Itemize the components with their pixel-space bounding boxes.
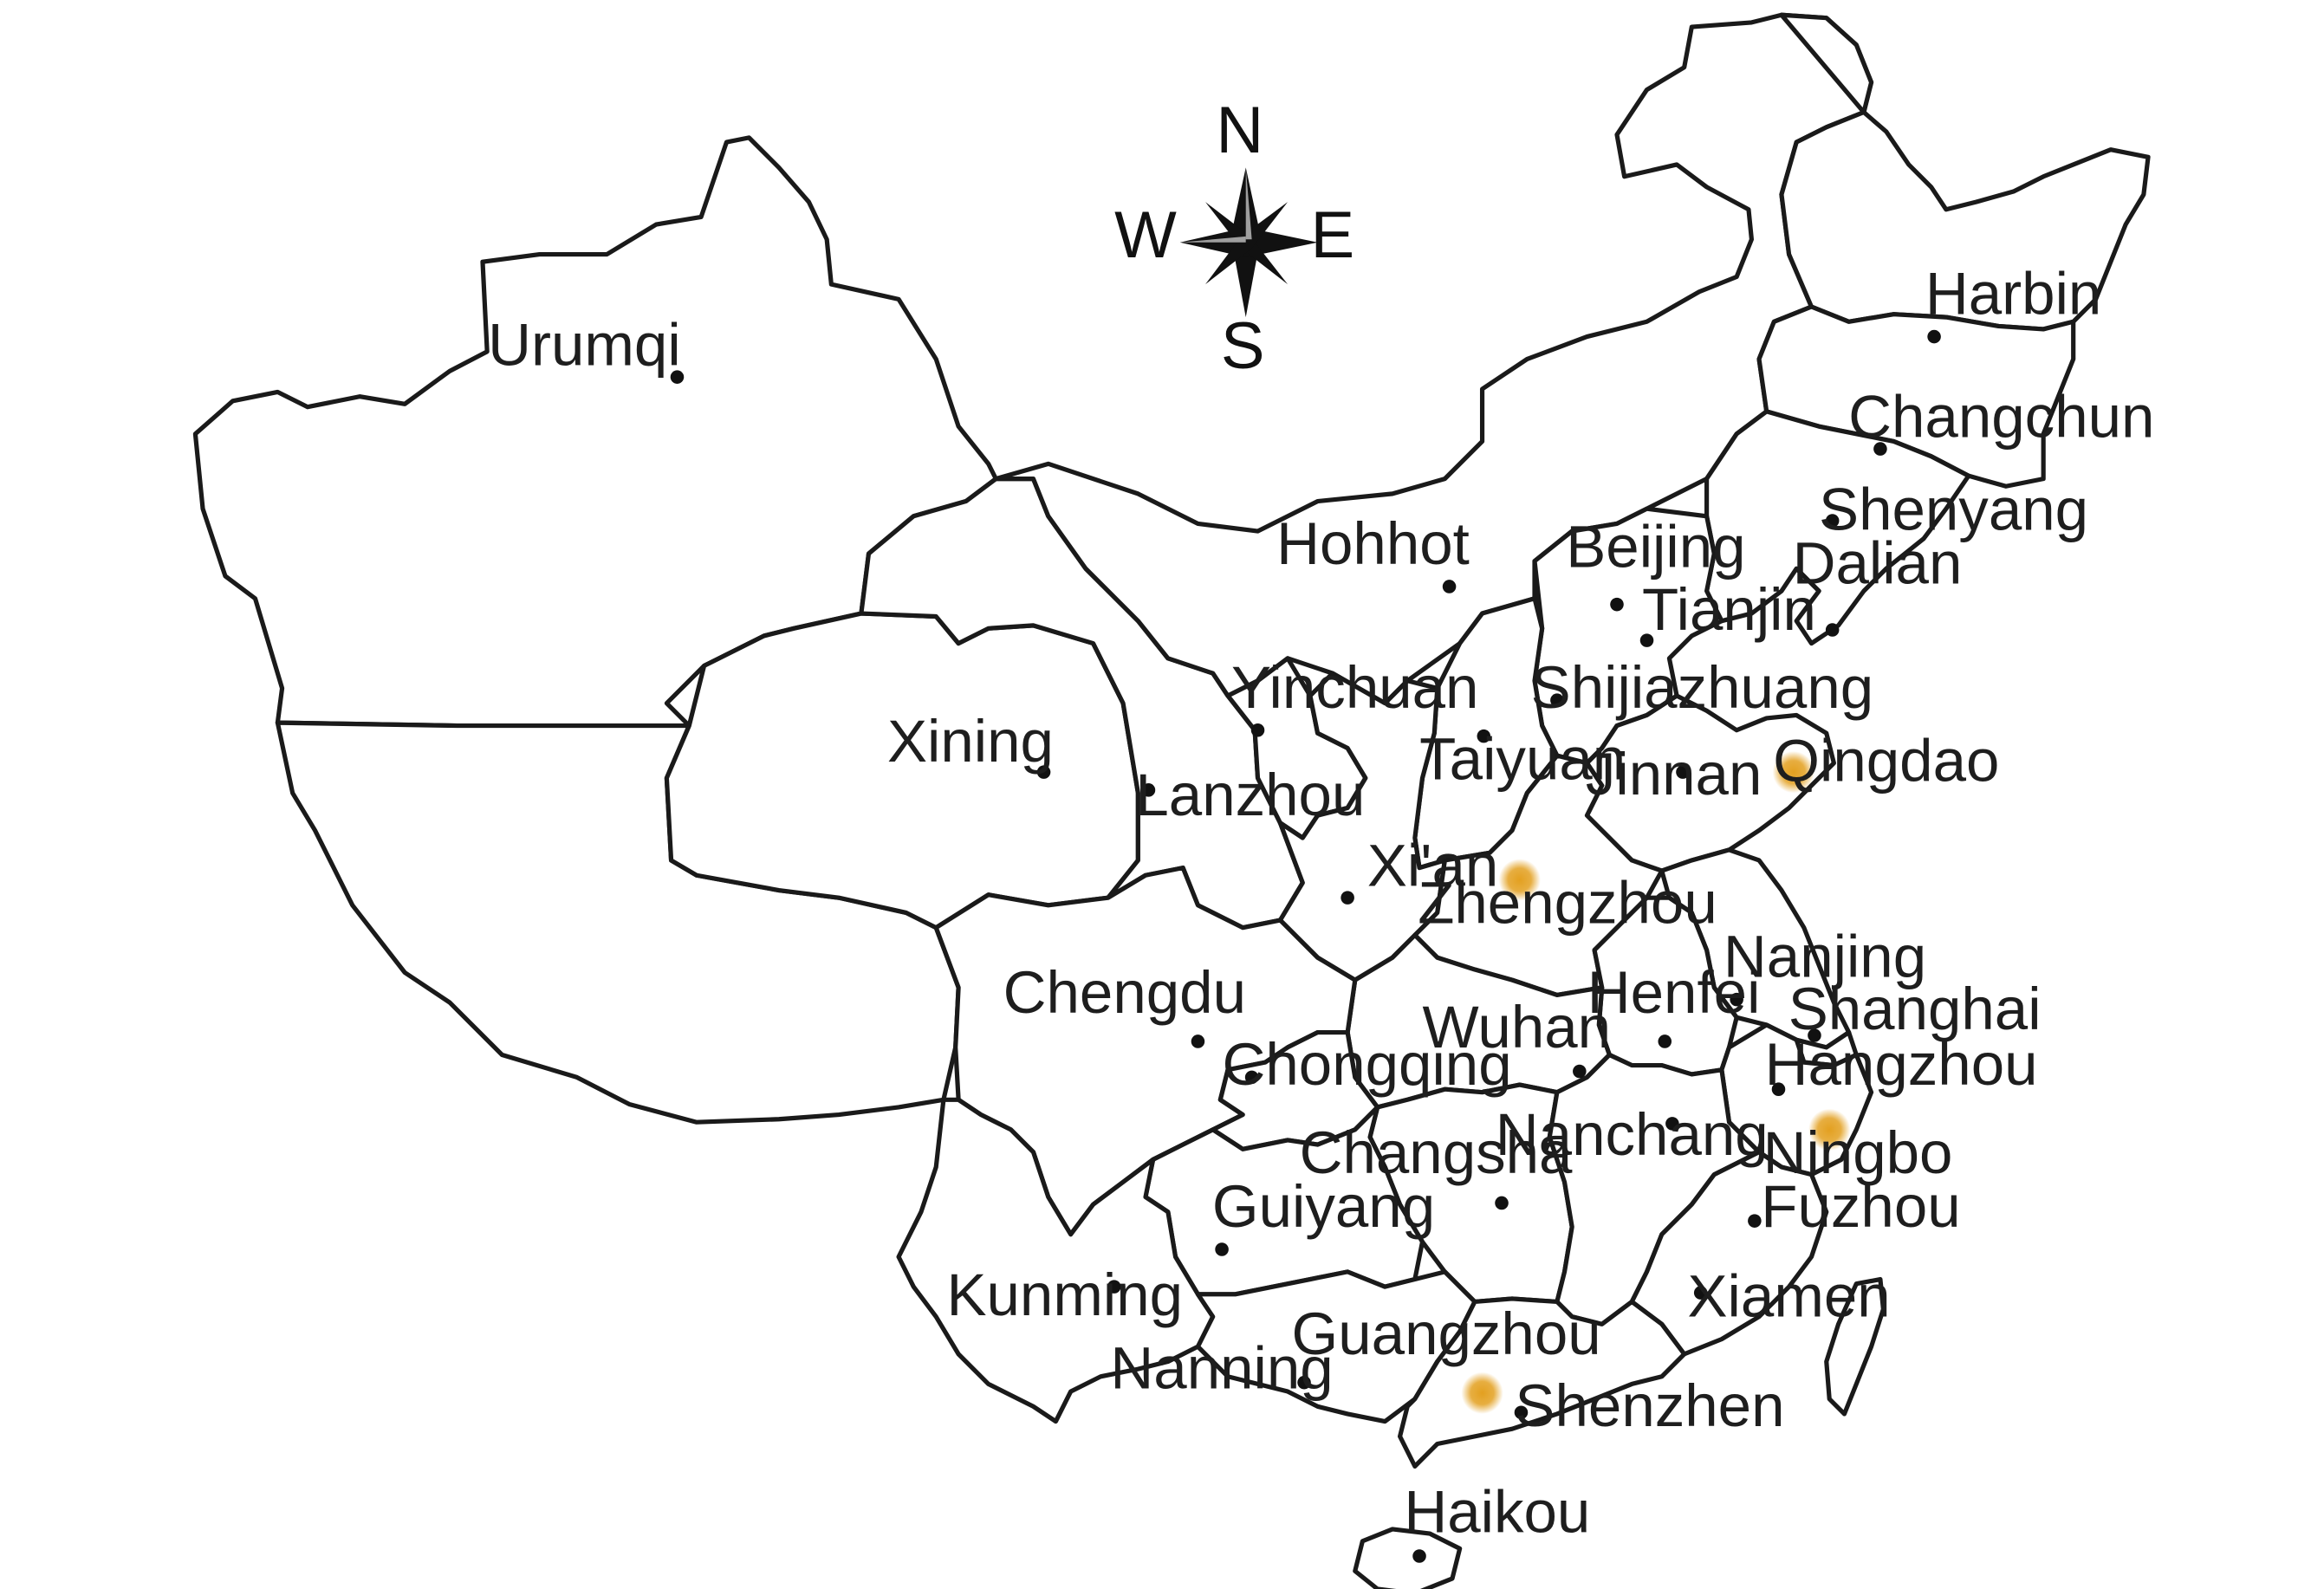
city-dot-xian [1341, 891, 1354, 905]
city-label-nanchang: Nanchang [1496, 1100, 1769, 1168]
city-dot-haikou [1412, 1549, 1426, 1563]
city-dot-nanjing [1730, 992, 1743, 1007]
city-label-harbin: Harbin [1925, 260, 2101, 328]
city-dot-nanning [1297, 1375, 1311, 1390]
city-dot-chengdu [1191, 1034, 1205, 1048]
city-label-taiyuan: Taiyuan [1419, 725, 1626, 793]
city-label-changchun: Changchun [1848, 382, 2154, 450]
city-label-nanjing: Nanjing [1724, 923, 1926, 990]
compass-north-label: N [1216, 94, 1263, 167]
highlight-qingdao [1772, 750, 1814, 794]
city-dot-urumqi [670, 370, 685, 384]
city-label-shenzhen: Shenzhen [1515, 1372, 1784, 1439]
compass-west-label: W [1114, 198, 1177, 272]
city-dot-yinchuan [1250, 723, 1265, 737]
city-label-chongqing: Chongqing [1223, 1030, 1512, 1098]
city-dot-changchun [1873, 442, 1887, 456]
city-dot-chongqing [1244, 1070, 1259, 1085]
compass-south-label: S [1221, 309, 1265, 383]
city-dot-changsha [1495, 1196, 1509, 1210]
city-dot-tianjin [1639, 633, 1654, 647]
city-label-qingdao: Qingdao [1773, 726, 1999, 794]
highlight-markers [1461, 750, 1851, 1414]
province-outlines [192, 12, 2151, 1589]
city-dot-shenzhen [1514, 1405, 1529, 1419]
city-label-shijiazhuang: Shijiazhuang [1531, 653, 1874, 721]
city-label-henfei: Henfei [1587, 958, 1761, 1026]
city-label-wuhan: Wuhan [1422, 993, 1611, 1060]
city-label-fuzhou: Fuzhou [1761, 1172, 1960, 1240]
highlight-zhengzhou [1498, 859, 1541, 901]
city-label-chengdu: Chengdu [1003, 958, 1246, 1026]
city-dot-xiamen [1693, 1286, 1708, 1300]
city-dot-henfei [1658, 1034, 1672, 1048]
city-label-lanzhou: Lanzhou [1135, 761, 1365, 828]
city-dot-kunming [1107, 1280, 1121, 1294]
province-hainan [1353, 1527, 1463, 1589]
city-label-xiamen: Xiamen [1687, 1262, 1890, 1330]
city-label-tianjin: Tianjin [1642, 575, 1816, 643]
compass-east-label: E [1311, 198, 1355, 272]
city-dot-harbin [1927, 329, 1941, 344]
province-fujian [1629, 1150, 1829, 1357]
compass-rose-icon: N S E W [1114, 94, 1354, 383]
city-label-zhengzhou: Zhengzhou [1418, 869, 1717, 937]
city-label-shenyang: Shenyang [1819, 475, 2088, 542]
city-label-xian: Xi'an [1367, 831, 1498, 898]
city-label-beijing: Beijing [1566, 513, 1745, 580]
city-dot-xining [1036, 765, 1051, 779]
city-dot-lanzhou [1141, 783, 1156, 797]
city-label-ningbo: Ningbo [1763, 1119, 1953, 1186]
city-label-guiyang: Guiyang [1212, 1172, 1435, 1240]
city-label-yinchuan: Yinchuan [1231, 653, 1478, 721]
city-dot-taiyuan [1477, 729, 1491, 743]
city-label-haikou: Haikou [1404, 1477, 1590, 1545]
city-label-kunming: Kunming [946, 1261, 1183, 1328]
city-dot-fuzhou [1748, 1214, 1762, 1228]
province-heilongjiang [1779, 12, 2151, 332]
city-label-jinnan: Jinnan [1586, 740, 1762, 807]
city-label-urumqi: Urumqi [488, 310, 681, 378]
city-dot-beijing [1610, 597, 1624, 612]
city-dot-shijiazhuang [1550, 693, 1564, 707]
city-label-changsha: Changsha [1300, 1119, 1573, 1186]
city-label-guangzhou: Guangzhou [1292, 1300, 1601, 1367]
city-dot-guiyang [1215, 1242, 1229, 1256]
city-dot-shenyang [1825, 514, 1840, 528]
city-dot-hangzhou [1771, 1082, 1786, 1096]
city-label-nanning: Nanning [1110, 1334, 1333, 1402]
city-dot-jinnan [1676, 765, 1690, 779]
city-dot-shanghai [1808, 1028, 1821, 1042]
province-taiwan [1824, 1276, 1886, 1417]
city-label-xining: Xining [887, 707, 1054, 775]
highlight-guangzhou [1461, 1372, 1503, 1414]
province-guangdong [1397, 1296, 1687, 1469]
city-dot-nanchang [1665, 1117, 1679, 1131]
city-label-hangzhou: Hangzhou [1765, 1030, 2038, 1098]
city-dot-dalian [1825, 623, 1840, 637]
city-label-shanghai: Shanghai [1788, 975, 2042, 1042]
city-label-dalian: Dalian [1793, 529, 1963, 597]
city-dot-hohhot [1442, 580, 1457, 593]
city-label-hohhot: Hohhot [1276, 509, 1470, 577]
highlight-ningbo [1808, 1108, 1851, 1151]
city-dot-wuhan [1573, 1064, 1587, 1079]
